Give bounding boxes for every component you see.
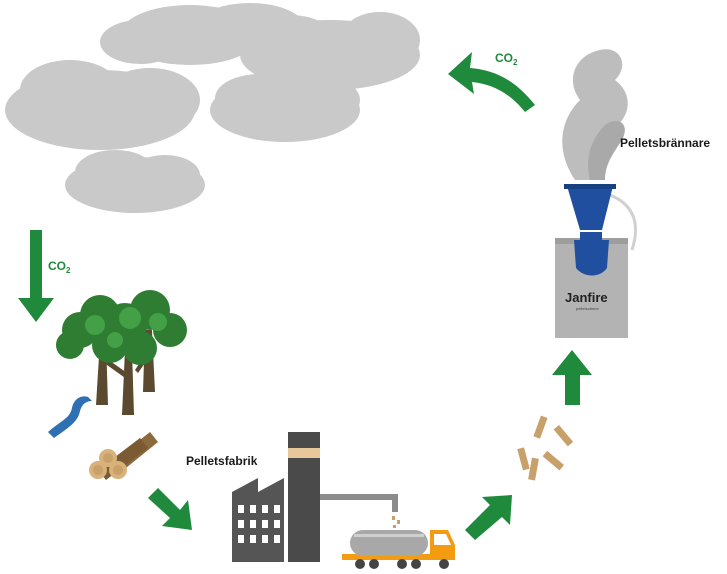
falling-pellets bbox=[392, 516, 400, 528]
co2-label-top: CO2 bbox=[495, 51, 518, 67]
arrow-clouds-to-trees bbox=[18, 230, 54, 322]
burner-label: Pelletsbrännare bbox=[620, 136, 710, 150]
pellet-truck bbox=[342, 530, 455, 569]
brand-logo: Janfire bbox=[565, 290, 608, 305]
pellet-burner bbox=[555, 184, 637, 338]
arrow-logs-to-factory bbox=[148, 488, 192, 530]
pellet-factory bbox=[232, 432, 398, 562]
wood-pellets bbox=[517, 415, 574, 481]
factory-label: Pelletsfabrik bbox=[186, 454, 258, 468]
cloud-left bbox=[5, 60, 200, 150]
brand-tagline: pelletsvärme bbox=[576, 306, 599, 311]
co2-label-left: CO2 bbox=[48, 259, 71, 275]
cloud-middle bbox=[210, 74, 360, 142]
arrow-truck-to-pellets bbox=[465, 495, 512, 540]
cloud-cluster bbox=[5, 3, 420, 213]
arrow-pellets-to-burner bbox=[552, 350, 592, 405]
river bbox=[48, 396, 92, 438]
cloud-top-right bbox=[240, 12, 420, 90]
trees bbox=[56, 290, 187, 415]
cloud-bottom bbox=[65, 150, 205, 213]
svg-text:CO2: CO2 bbox=[48, 259, 71, 275]
arrow-smoke-to-clouds bbox=[448, 52, 535, 112]
smoke-plume bbox=[562, 49, 628, 181]
svg-text:CO2: CO2 bbox=[495, 51, 518, 67]
log-pile bbox=[89, 432, 158, 480]
